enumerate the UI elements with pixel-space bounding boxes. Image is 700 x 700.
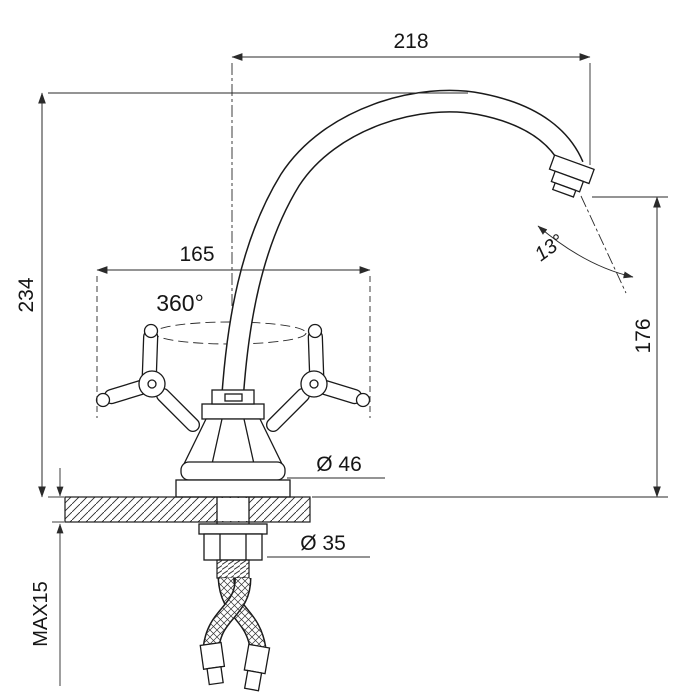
mounting-nut — [203, 533, 263, 561]
right-fitting-end — [243, 669, 263, 692]
body-facet-right — [243, 418, 255, 465]
dim-d46-label: Ø 46 — [316, 453, 362, 476]
dim-d35-label: Ø 35 — [300, 532, 346, 555]
dimension-shank-diameter: Ø 35 — [267, 532, 370, 558]
supply-hoses — [199, 577, 271, 692]
shank-through-counter — [216, 498, 250, 521]
dimension-spout-height: 176 — [312, 196, 668, 498]
dimension-spout-angle: 13° — [531, 195, 634, 294]
dim-234-label: 234 — [15, 277, 38, 312]
spout — [221, 89, 595, 392]
right-fitting-body — [243, 643, 271, 675]
right-handle-ball-up — [307, 323, 323, 339]
right-handle-ball-out — [355, 392, 371, 408]
right-handle-hub-center — [309, 379, 319, 389]
collar-detail — [224, 393, 243, 402]
base-flange — [180, 461, 286, 481]
spout-axis-line — [580, 195, 627, 294]
mounting-washer — [198, 523, 268, 535]
left-fitting-end — [206, 666, 224, 686]
left-fitting-body — [199, 641, 226, 670]
dimension-top-width: 218 — [231, 30, 591, 165]
left-handle-hub-center — [147, 379, 157, 389]
body-facet-left — [211, 418, 223, 465]
hose-left-fitting — [199, 641, 226, 686]
threaded-shank — [216, 559, 250, 579]
dimension-handle-span: 165 — [96, 243, 371, 418]
mounting-assembly — [198, 523, 268, 579]
left-handle-ball-out — [95, 392, 111, 408]
dimension-base-diameter: Ø 46 — [287, 453, 385, 479]
counter-section — [64, 496, 311, 560]
angle-arc — [537, 225, 634, 279]
hose-right-braid — [219, 577, 265, 650]
dim-165-label: 165 — [179, 243, 214, 266]
dim-218-label: 218 — [393, 30, 428, 53]
hose-left-braid — [204, 577, 250, 650]
left-handle — [95, 323, 200, 432]
hose-right-fitting — [243, 643, 271, 692]
dimension-max-thickness: MAX15 — [30, 468, 64, 686]
dim-max15-label: MAX15 — [30, 581, 52, 647]
swivel-angle-label: 360° — [156, 290, 204, 316]
body-shoulder — [201, 403, 265, 420]
spout-outlet — [548, 154, 595, 198]
right-handle — [266, 323, 371, 432]
dimension-overall-height: 234 — [15, 92, 468, 498]
dim-176-label: 176 — [632, 318, 655, 353]
faucet-body — [175, 389, 291, 498]
left-handle-ball-up — [143, 323, 159, 339]
base-plate — [175, 479, 291, 498]
spout-outline — [221, 89, 584, 392]
aerator — [551, 182, 577, 198]
dim-13deg-label: 13° — [531, 230, 568, 266]
spout-body — [223, 91, 583, 392]
counter-hatch — [64, 496, 311, 523]
